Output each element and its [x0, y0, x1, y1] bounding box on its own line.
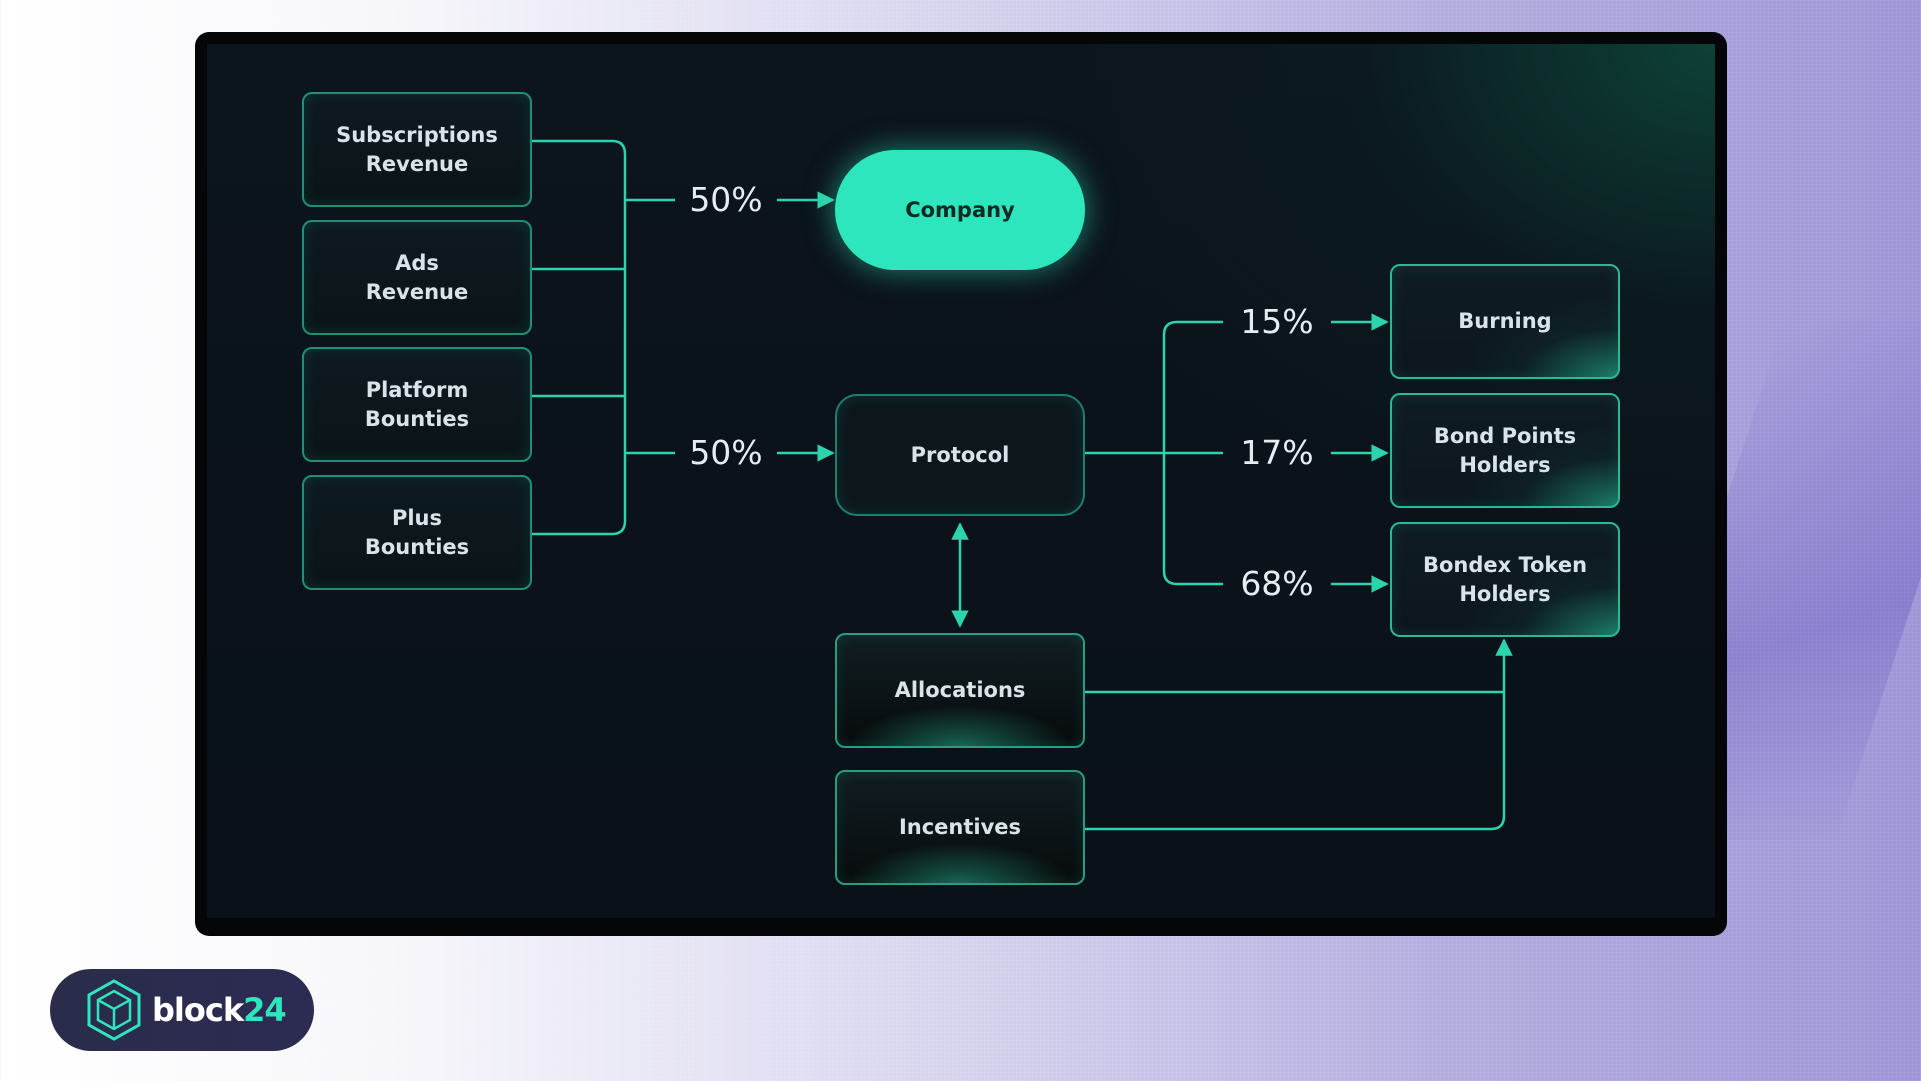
node-subscriptions-revenue: Subscriptions Revenue — [302, 92, 532, 207]
brand-wordmark-accent: 24 — [243, 991, 287, 1029]
node-bond-points-holders: Bond Points Holders — [1390, 393, 1620, 508]
node-bond-label: Bond Points Holders — [1433, 423, 1577, 477]
node-plus-label: Plus Bounties — [364, 505, 470, 559]
node-platform-bounties: Platform Bounties — [302, 347, 532, 462]
diagram-canvas: Subscriptions Revenue Ads Revenue Platfo… — [207, 44, 1715, 918]
node-incentives-label: Incentives — [898, 815, 1022, 839]
node-subscriptions-label: Subscriptions Revenue — [336, 122, 498, 176]
node-protocol: Protocol — [835, 394, 1085, 516]
node-bondex-token-holders: Bondex Token Holders — [1390, 522, 1620, 637]
node-bondex-label: Bondex Token Holders — [1422, 552, 1588, 606]
company-percentage: 50% — [689, 180, 763, 219]
node-ads-label: Ads Revenue — [365, 250, 469, 304]
node-protocol-label: Protocol — [910, 442, 1010, 467]
brand-wordmark: block24 — [152, 991, 287, 1029]
brand-wordmark-main: block — [152, 991, 244, 1029]
connector-lines — [531, 139, 1513, 831]
brand-logo-pill: block24 — [50, 969, 314, 1051]
node-company-label: Company — [905, 197, 1015, 222]
node-burning: Burning — [1390, 264, 1620, 379]
bondex-token-percentage: 68% — [1240, 564, 1314, 603]
node-platform-label: Platform Bounties — [364, 377, 470, 431]
diagram-frame: Subscriptions Revenue Ads Revenue Platfo… — [195, 32, 1727, 936]
node-allocations-label: Allocations — [894, 678, 1026, 702]
bond-points-percentage: 17% — [1240, 433, 1314, 472]
node-ads-revenue: Ads Revenue — [302, 220, 532, 335]
protocol-percentage: 50% — [689, 433, 763, 472]
burning-percentage: 15% — [1240, 302, 1314, 341]
hexagon-cube-icon — [87, 979, 141, 1041]
node-allocations: Allocations — [835, 633, 1085, 748]
node-burning-label: Burning — [1458, 309, 1552, 333]
node-incentives: Incentives — [835, 770, 1085, 885]
node-company: Company — [835, 150, 1085, 270]
node-plus-bounties: Plus Bounties — [302, 475, 532, 590]
